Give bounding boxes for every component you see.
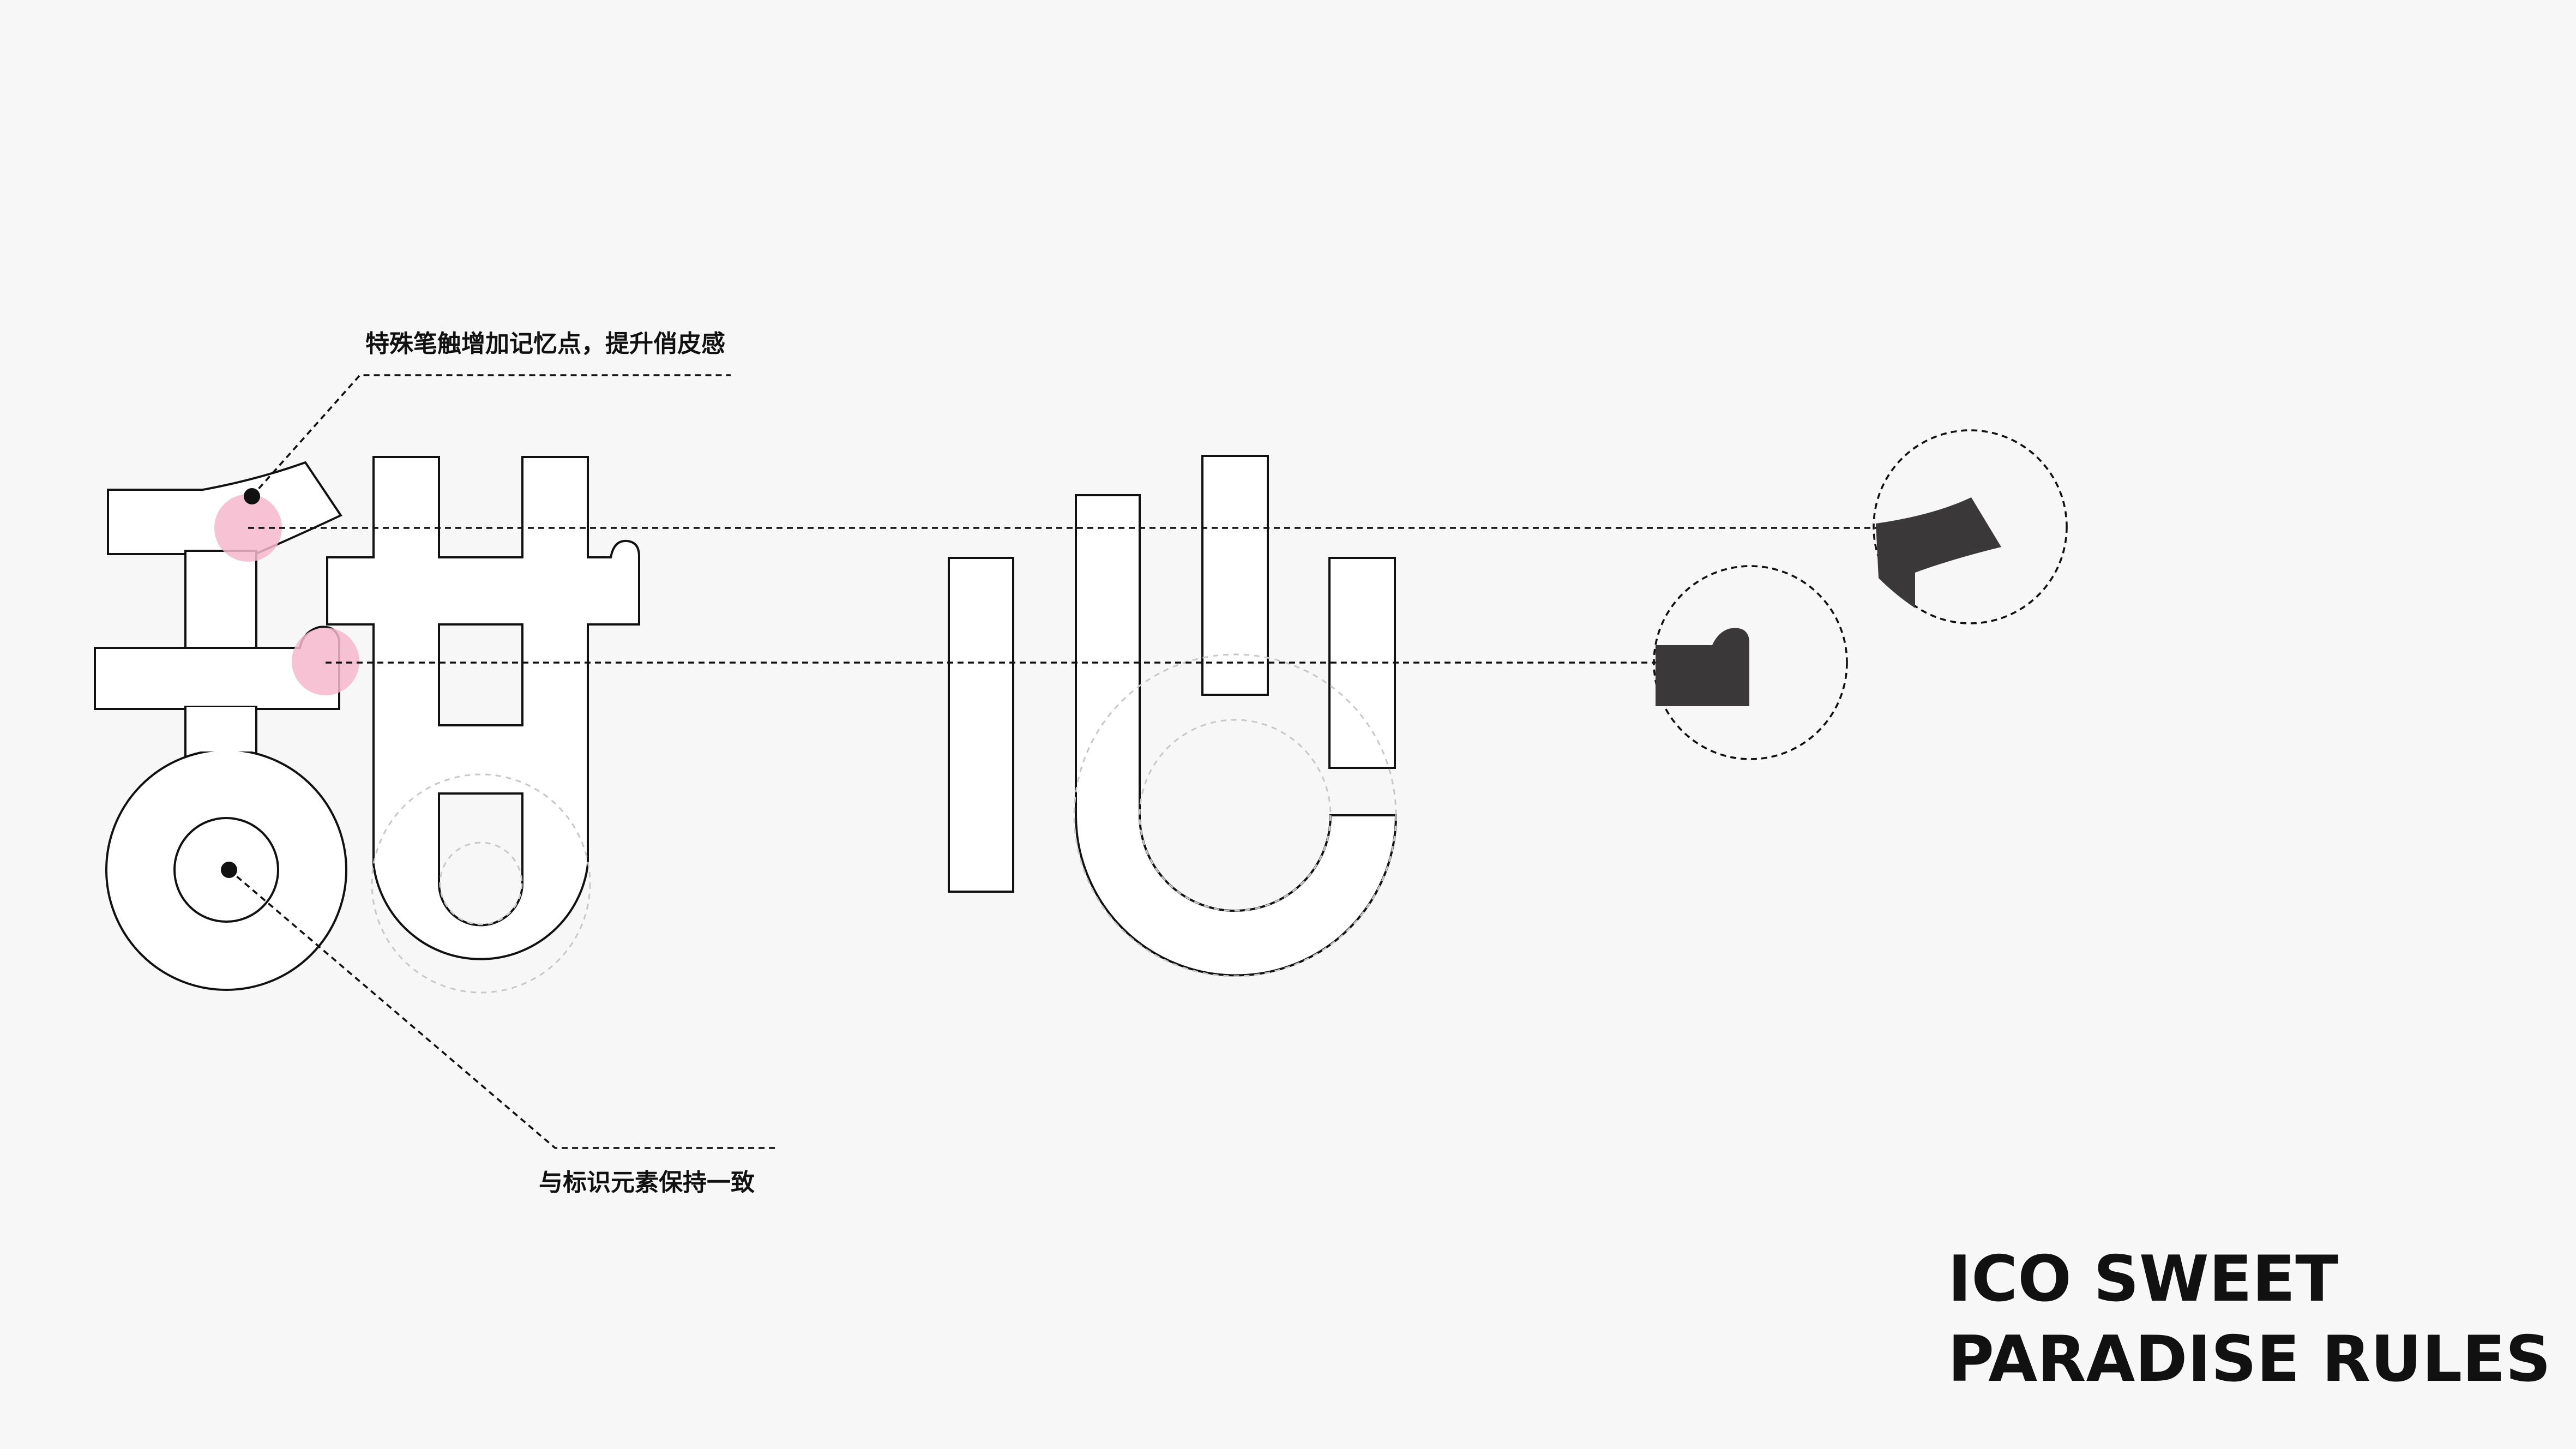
detail-callout-upper <box>1873 429 2068 624</box>
xin-left-dot <box>948 557 1014 893</box>
detail-brush-stroke-lower <box>1656 628 1749 706</box>
annotation-marker-bottom <box>221 862 237 878</box>
highlight-middle-stroke <box>292 628 359 695</box>
annotation-top-text: 特殊笔触增加记忆点，提升俏皮感 <box>365 330 725 358</box>
brand-title-line2: PARADISE RULES <box>1948 1322 2551 1396</box>
leader-line-top <box>251 374 731 497</box>
gan-guide-inner <box>439 841 523 925</box>
xin-top-dot <box>1201 455 1269 696</box>
gan-outline <box>326 456 640 960</box>
annotation-bottom-text: 与标识元素保持一致 <box>539 1169 755 1197</box>
detail-circle-lower <box>1653 565 1848 760</box>
brand-title-line1: ICO SWEET <box>1948 1242 2338 1316</box>
annotation-marker-top <box>244 488 260 504</box>
xin-guide-outer <box>1073 653 1397 977</box>
glyph-xin <box>948 455 1398 977</box>
gan-guide-outer <box>371 773 591 994</box>
detail-callout-lower <box>1653 565 1848 760</box>
tian-radical-vertical-stroke <box>184 550 257 656</box>
xin-guide-inner <box>1139 719 1332 912</box>
glyph-tian-right-gan <box>326 456 640 994</box>
tian-radical-mask <box>186 707 255 751</box>
detail-circle-upper <box>1873 429 2068 624</box>
leader-line-bottom <box>228 869 777 1149</box>
detail-brush-stroke-upper <box>1876 497 2001 608</box>
